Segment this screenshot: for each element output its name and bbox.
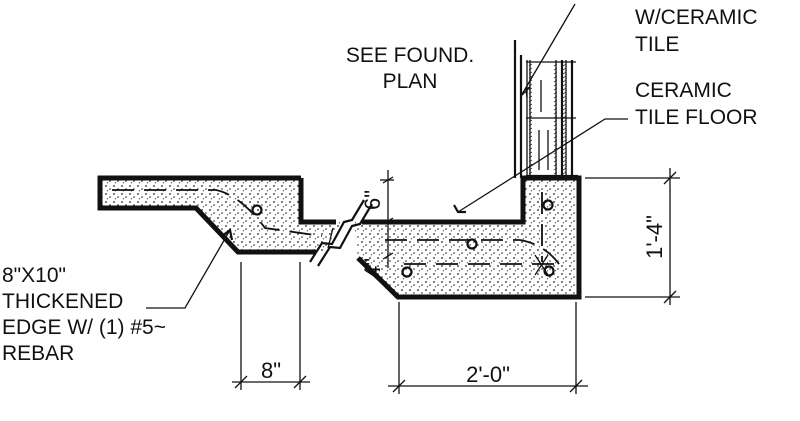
slab-thickness-dimension: 6" <box>360 190 385 210</box>
footing-width-dimension: 2'-0" <box>466 362 510 387</box>
leader-lines <box>146 3 628 309</box>
wall-assembly <box>513 40 578 178</box>
see-foundation-plan-note: SEE FOUND.PLAN <box>346 44 474 93</box>
recess-depth-dimension: 4" <box>360 258 385 278</box>
edge-width-dimension: 8" <box>261 358 281 383</box>
footing-depth-dimension: 1'-4" <box>642 215 667 259</box>
tile-hatch <box>528 63 567 175</box>
concrete-slab-section <box>97 175 582 300</box>
dimension-lines <box>232 168 680 394</box>
